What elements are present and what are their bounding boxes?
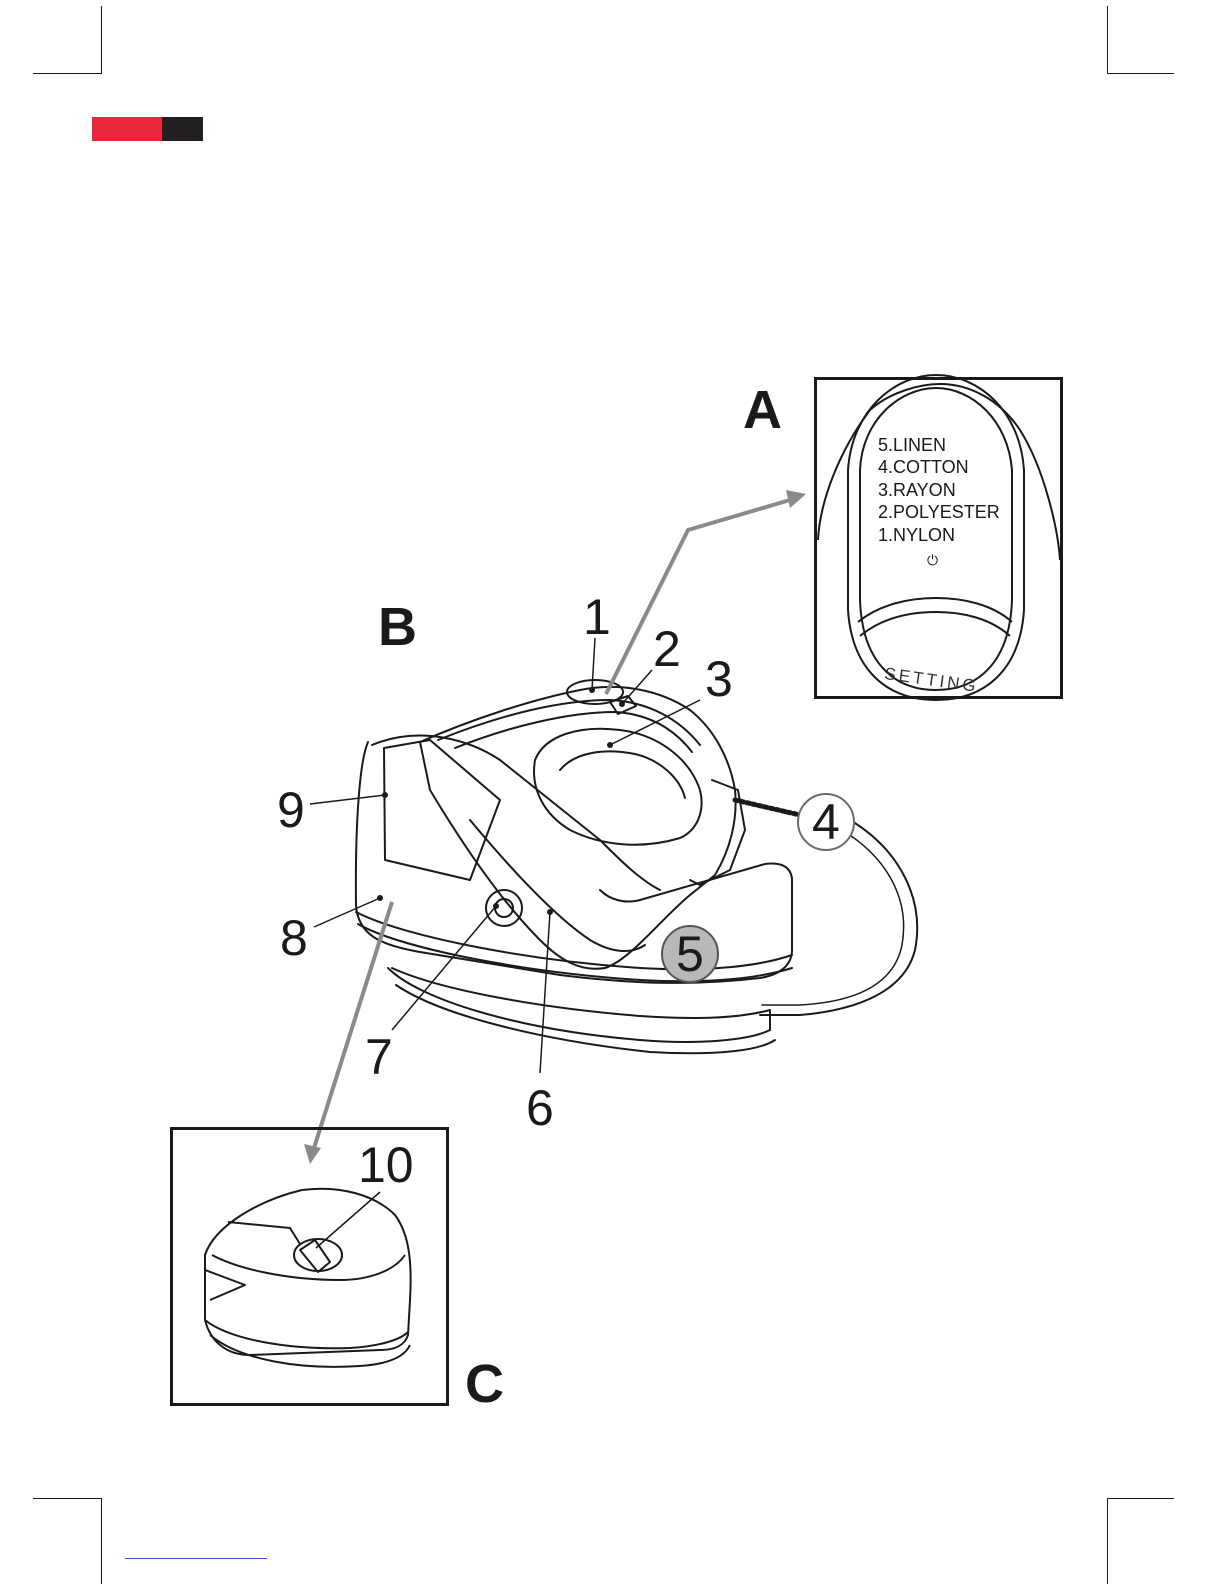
- leader-dot-2: [619, 701, 625, 707]
- callout-9: 9: [277, 785, 305, 835]
- iron-handle-inner: [560, 751, 685, 798]
- iron-top-ridge: [438, 700, 700, 745]
- callout-4: 4: [812, 797, 840, 847]
- steam-hose-inner: [762, 830, 904, 1005]
- leader-dot-3: [607, 742, 613, 748]
- section-letter-b: B: [378, 600, 417, 654]
- section-letter-c: C: [465, 1357, 504, 1411]
- setting-item: 5.LINEN: [878, 434, 1000, 456]
- setting-item: 4.COTTON: [878, 456, 1000, 478]
- leader-dot-9: [382, 792, 388, 798]
- callout-7: 7: [365, 1032, 393, 1082]
- setting-item: 3.RAYON: [878, 479, 1000, 501]
- base-plate-lower: [396, 985, 775, 1053]
- callout-8: 8: [280, 913, 308, 963]
- leader-3: [610, 700, 700, 745]
- callout-10: 10: [358, 1140, 414, 1190]
- leader-dot-6: [547, 909, 553, 915]
- leader-dot-1: [589, 687, 595, 693]
- iron-lower-body: [470, 820, 645, 951]
- callout-3: 3: [705, 654, 733, 704]
- knob-outer: [486, 890, 522, 926]
- callout-6: 6: [526, 1083, 554, 1133]
- leader-dot-7: [493, 903, 499, 909]
- leader-1: [592, 638, 595, 690]
- temperature-settings-list: 5.LINEN 4.COTTON 3.RAYON 2.POLYESTER 1.N…: [878, 434, 1000, 546]
- footer-link-underline: [125, 1558, 267, 1559]
- leader-dot-8: [377, 895, 383, 901]
- arrow-to-panel-a: [606, 500, 790, 694]
- cord-guard-spring: [735, 800, 800, 815]
- base-plate: [388, 968, 770, 1042]
- iron-handle-window: [534, 729, 702, 845]
- station-base-band: [356, 912, 792, 969]
- setting-item: 2.POLYESTER: [878, 501, 1000, 523]
- power-icon: ⏻: [927, 552, 938, 569]
- callout-1: 1: [583, 592, 611, 642]
- arrow-to-panel-c: [314, 902, 392, 1148]
- section-letter-a: A: [743, 383, 782, 437]
- leader-6: [540, 912, 550, 1073]
- callout-5: 5: [676, 929, 704, 979]
- leader-9: [310, 795, 385, 804]
- setting-item: 1.NYLON: [878, 524, 1000, 546]
- leader-8: [314, 898, 380, 927]
- arrow-head-a: [786, 490, 806, 508]
- callout-2: 2: [653, 624, 681, 674]
